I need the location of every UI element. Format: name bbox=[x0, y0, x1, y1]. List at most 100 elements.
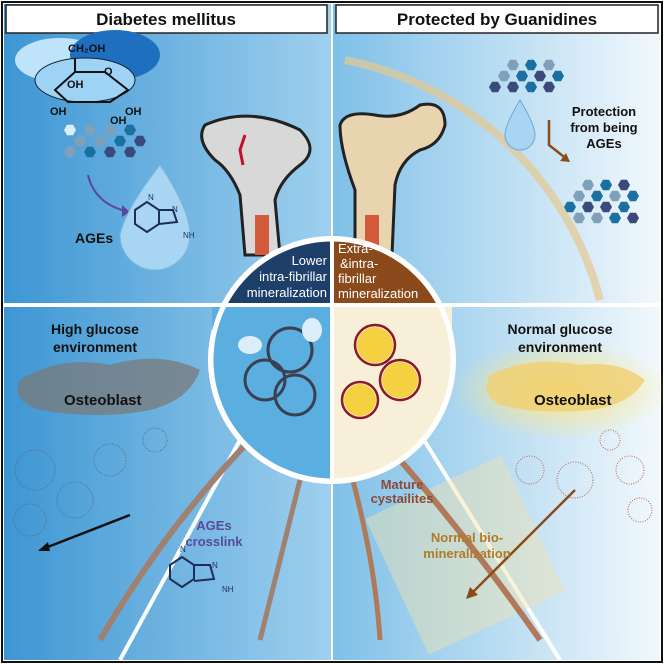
right-panel-title: Protected by Guanidines bbox=[397, 10, 597, 29]
hexagon-icon bbox=[525, 81, 537, 93]
glucose-molecule bbox=[53, 58, 130, 103]
mature-crystallites-label-line: Mature bbox=[381, 477, 424, 492]
osteoblast-label-left: Osteoblast bbox=[64, 392, 142, 409]
hexagon-icon bbox=[64, 124, 76, 136]
protection-label-line: from being bbox=[570, 120, 637, 135]
extra-intra-mineralization-label-line: &intra- bbox=[340, 256, 378, 271]
hexagon-icon bbox=[124, 124, 136, 136]
hexagon-icon bbox=[564, 201, 576, 213]
high-glucose-label-line: High glucose bbox=[51, 321, 139, 337]
arrow-head-icon bbox=[466, 587, 478, 599]
ages-crosslink-label-line: AGEs bbox=[196, 518, 231, 533]
lower-mineralization-label-line: intra-fibrillar bbox=[259, 269, 328, 284]
high-glucose-label-line: environment bbox=[53, 339, 137, 355]
hexagon-icon bbox=[591, 190, 603, 202]
hexagon-icon bbox=[489, 81, 501, 93]
hexagon-icon bbox=[516, 70, 528, 82]
collagen-fibril-icon bbox=[397, 458, 543, 642]
molecule-n-label: N bbox=[148, 193, 154, 202]
hexagon-icon bbox=[84, 146, 96, 158]
hexagon-icon bbox=[552, 70, 564, 82]
hexagon-icon bbox=[609, 190, 621, 202]
arrow-head-icon bbox=[38, 542, 50, 551]
hexagon-icon bbox=[609, 212, 621, 224]
diagonal-divider-right bbox=[422, 438, 562, 662]
glucose-oh-label: OH bbox=[125, 106, 142, 118]
collagen-fibril-icon bbox=[347, 469, 383, 641]
hexagon-icon bbox=[600, 179, 612, 191]
ages-molecule bbox=[169, 555, 216, 589]
hexagon-icon bbox=[507, 59, 519, 71]
hexagon-icon bbox=[74, 135, 86, 147]
normal-glucose-label-line: environment bbox=[518, 339, 602, 355]
collagen-fibril-icon bbox=[97, 427, 263, 642]
arrow-head-icon bbox=[560, 153, 570, 162]
hexagon-icon bbox=[543, 81, 555, 93]
osteoblast-label-right: Osteoblast bbox=[534, 392, 612, 409]
femur-diabetic bbox=[200, 114, 312, 257]
ages-molecule bbox=[134, 200, 179, 234]
glucose-oh-label: OH bbox=[110, 115, 127, 127]
molecule-nh-label: NH bbox=[222, 585, 234, 594]
hexagon-icon bbox=[591, 212, 603, 224]
hexagon-icon bbox=[525, 59, 537, 71]
hexagon-icon bbox=[134, 135, 146, 147]
hexagon-icon bbox=[543, 59, 555, 71]
normal-biomineralization-label-line: mineralization bbox=[423, 546, 510, 561]
protection-label-line: AGEs bbox=[586, 136, 621, 151]
mature-crystals bbox=[340, 323, 422, 420]
molecule-n-label: N bbox=[172, 205, 178, 214]
arrow-icon bbox=[39, 513, 131, 552]
hexagon-icon bbox=[498, 70, 510, 82]
hexagon-icon bbox=[582, 179, 594, 191]
fracture-icon bbox=[238, 134, 247, 166]
hexagon-icon bbox=[600, 201, 612, 213]
protection-arc bbox=[344, 56, 604, 302]
glucose-ch2oh-label: CH₂OH bbox=[68, 43, 105, 55]
hexagon-icon bbox=[573, 212, 585, 224]
molecule-n-label: N bbox=[212, 561, 218, 570]
hexagon-icon bbox=[627, 190, 639, 202]
right-header bbox=[335, 4, 659, 34]
collagen-coils-diabetic bbox=[238, 318, 322, 417]
hexagon-cluster-left bbox=[64, 124, 146, 158]
hexagon-icon bbox=[84, 124, 96, 136]
glucose-oh-label: OH bbox=[67, 79, 84, 91]
hexagon-icon bbox=[618, 201, 630, 213]
hexagon-icon bbox=[582, 201, 594, 213]
center-circle bbox=[208, 236, 456, 484]
extra-intra-mineralization-label-line: mineralization bbox=[338, 286, 418, 301]
droplet-icon bbox=[119, 164, 191, 271]
hexagon-cluster-right bbox=[489, 59, 639, 224]
normal-glucose-label-line: Normal glucose bbox=[507, 321, 612, 337]
left-header bbox=[5, 4, 328, 34]
hexagon-icon bbox=[104, 146, 116, 158]
hexagon-icon bbox=[507, 81, 519, 93]
ages-crosslink-label-line: crosslink bbox=[185, 534, 243, 549]
hexagon-icon bbox=[627, 212, 639, 224]
arrow-icon bbox=[547, 120, 569, 161]
glucose-oh-label: OH bbox=[50, 106, 67, 118]
lower-mineralization-label-line: mineralization bbox=[247, 285, 327, 300]
hexagon-icon bbox=[573, 190, 585, 202]
hexagon-icon bbox=[618, 179, 630, 191]
hexagon-icon bbox=[64, 146, 76, 158]
hexagon-icon bbox=[114, 135, 126, 147]
arrow-icon bbox=[469, 489, 576, 596]
normal-biomineralization-label-line: Normal bio- bbox=[431, 530, 503, 545]
protection-label-line: Protection bbox=[572, 104, 636, 119]
molecule-n-label: N bbox=[180, 545, 186, 554]
mature-crystallites-label-line: cystailites bbox=[371, 491, 434, 506]
arrow-head-icon bbox=[122, 205, 130, 217]
hexagon-icon bbox=[94, 135, 106, 147]
extra-intra-mineralization-label-line: Extra- bbox=[338, 241, 373, 256]
collagen-fibril-icon bbox=[257, 479, 303, 641]
osteoblast-cell-diabetic bbox=[17, 358, 200, 415]
mineral-clusters-right bbox=[515, 429, 653, 523]
left-panel-title: Diabetes mellitus bbox=[96, 10, 236, 29]
ages-label: AGEs bbox=[75, 230, 113, 246]
osteoblast-cell-healthy bbox=[486, 361, 645, 412]
